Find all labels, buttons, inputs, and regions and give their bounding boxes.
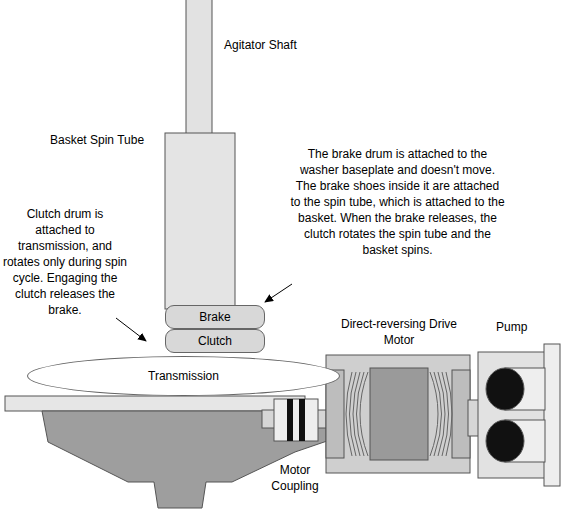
winding-stroke	[350, 372, 357, 456]
clutch-drum: Clutch	[165, 329, 265, 353]
spin-tube	[165, 133, 235, 309]
pump-body	[478, 352, 546, 478]
motor-coupling	[274, 399, 318, 441]
coupling-band	[299, 399, 305, 441]
pump-port-opening	[486, 368, 524, 410]
winding-stroke	[353, 372, 360, 456]
leader-line	[265, 284, 292, 302]
part-name: Clutch	[198, 334, 232, 348]
transmission-housing: Transmission	[27, 356, 340, 396]
pump-plate	[544, 344, 560, 486]
part-label: Direct-reversing Drive Motor	[338, 316, 460, 348]
coupling-band	[287, 399, 293, 441]
winding-stroke	[438, 372, 445, 456]
agitator-shaft	[186, 0, 212, 134]
part-label: Basket Spin Tube	[50, 132, 144, 148]
motor-armature	[370, 368, 428, 460]
callout-note: The brake drum is attached to the washer…	[290, 146, 505, 258]
winding-stroke	[346, 372, 352, 456]
base-plate	[5, 396, 305, 411]
winding-stroke	[430, 372, 438, 456]
winding-stroke	[446, 372, 452, 456]
motor-endcap	[452, 370, 470, 458]
part-label: Agitator Shaft	[224, 37, 297, 53]
motor-windings	[346, 372, 452, 456]
winding-stroke	[434, 372, 442, 456]
winding-stroke	[442, 372, 449, 456]
leader-line	[116, 318, 146, 341]
part-name: Transmission	[148, 369, 219, 383]
brake-drum: Brake	[165, 305, 265, 329]
part-name: Brake	[199, 310, 230, 324]
part-label: Motor Coupling	[262, 462, 328, 494]
part-label: Pump	[496, 319, 527, 335]
pump-port-opening	[486, 420, 524, 462]
winding-stroke	[360, 372, 368, 456]
callout-note: Clutch drum is attached to transmission,…	[2, 206, 128, 318]
drive-motor	[326, 355, 470, 473]
winding-stroke	[357, 372, 365, 456]
